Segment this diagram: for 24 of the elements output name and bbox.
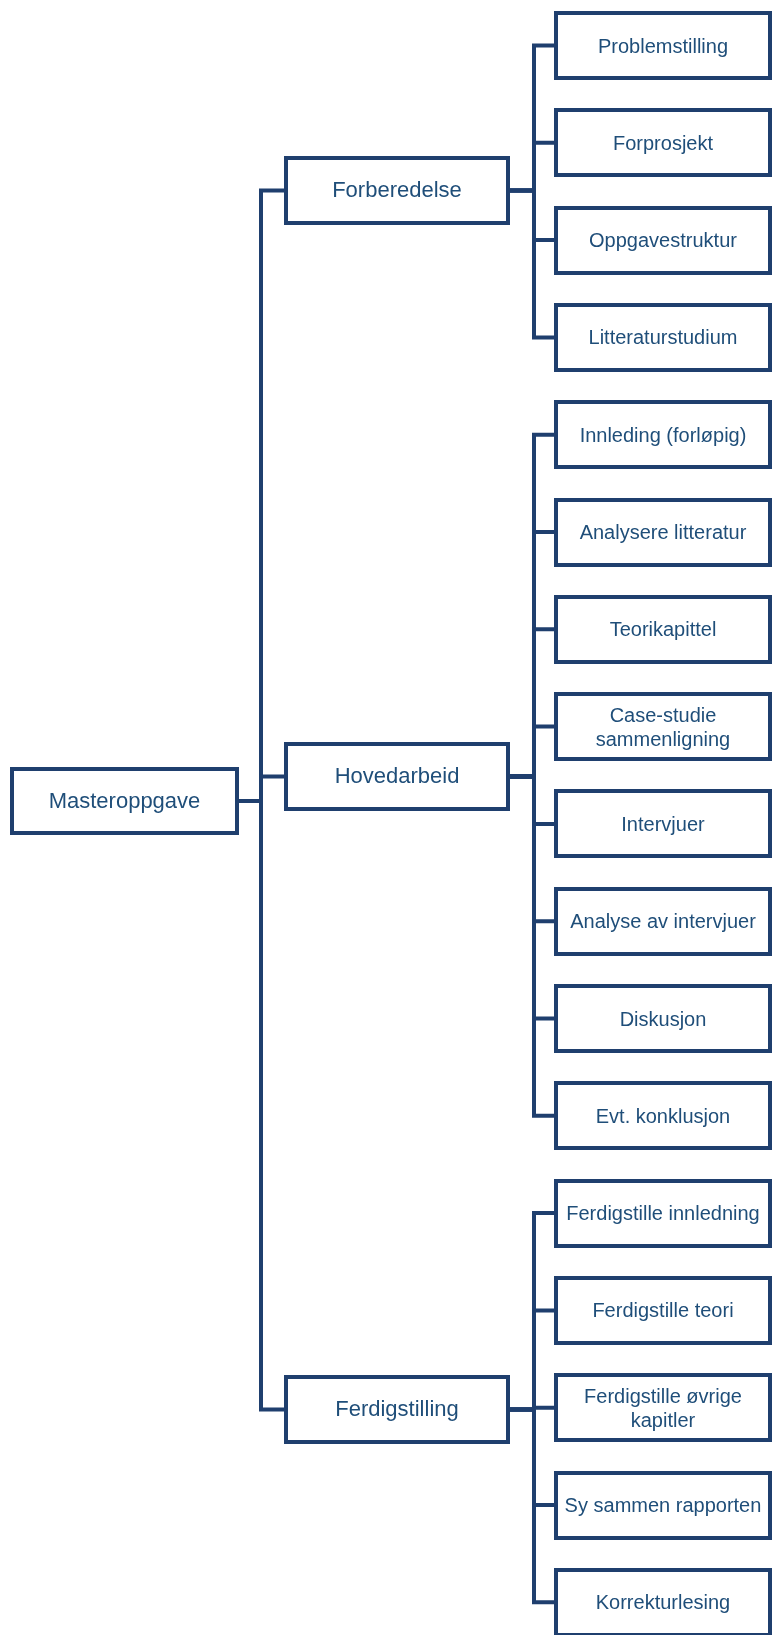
process-box: Litteraturstudium xyxy=(554,302,772,372)
connector-line xyxy=(510,188,554,340)
process-box: Case-studie sammenligning xyxy=(554,692,772,762)
process-box: Korrekturlesing xyxy=(554,1567,772,1635)
process-box: Problemstilling xyxy=(554,11,772,80)
process-box: Analyse av intervjuer xyxy=(554,886,772,956)
process-box: Ferdigstilling xyxy=(284,1375,510,1444)
connector-line xyxy=(510,774,554,1118)
process-box: Ferdigstille teori xyxy=(554,1275,772,1345)
process-box: Teorikapittel xyxy=(554,594,772,664)
process-box: Oppgavestruktur xyxy=(554,205,772,275)
process-box: Diskusjon xyxy=(554,984,772,1053)
connector-line xyxy=(510,1407,554,1605)
process-box: Forberedelse xyxy=(284,156,510,225)
process-box: Intervjuer xyxy=(554,789,772,859)
process-box: Analysere litteratur xyxy=(554,497,772,567)
process-box: Forprosjekt xyxy=(554,108,772,178)
process-box: Evt. konklusjon xyxy=(554,1081,772,1151)
process-box: Sy sammen rapporten xyxy=(554,1470,772,1540)
process-box: Hovedarbeid xyxy=(284,742,510,811)
process-box: Masteroppgave xyxy=(10,767,239,835)
process-box: Ferdigstille øvrige kapitler xyxy=(554,1373,772,1443)
process-box: Innleding (forløpig) xyxy=(554,400,772,470)
process-box: Ferdigstille innledning xyxy=(554,1178,772,1248)
